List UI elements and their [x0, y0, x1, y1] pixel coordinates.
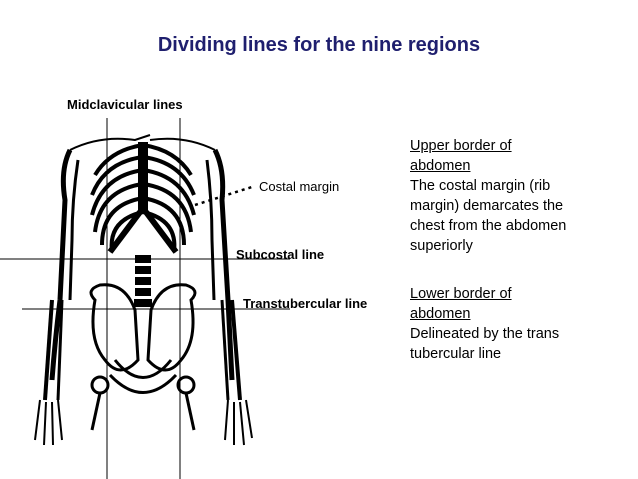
upper-border-panel: Upper border of abdomen The costal margi…: [410, 136, 610, 256]
midclavicular-label: Midclavicular lines: [67, 97, 183, 112]
costal-margin-label: Costal margin: [259, 179, 340, 194]
lower-heading-1: Lower border of: [410, 286, 512, 302]
lower-border-panel: Lower border of abdomen Delineated by th…: [410, 284, 610, 364]
transtubercular-label: Transtubercular line: [243, 296, 368, 311]
lower-text-2: tubercular line: [410, 346, 502, 362]
upper-heading-2: abdomen: [410, 158, 471, 174]
lower-text-1: Delineated by the trans: [410, 326, 560, 342]
upper-text-1: The costal margin (rib: [410, 178, 551, 194]
page-title: Dividing lines for the nine regions: [157, 34, 481, 56]
upper-heading-1: Upper border of: [410, 138, 512, 154]
upper-text-2: margin) demarcates the: [410, 198, 564, 214]
subcostal-label: Subcostal line: [236, 247, 325, 262]
lower-heading-2: abdomen: [410, 306, 471, 322]
upper-text-4: superiorly: [410, 238, 473, 254]
upper-text-3: chest from the abdomen: [410, 218, 567, 234]
